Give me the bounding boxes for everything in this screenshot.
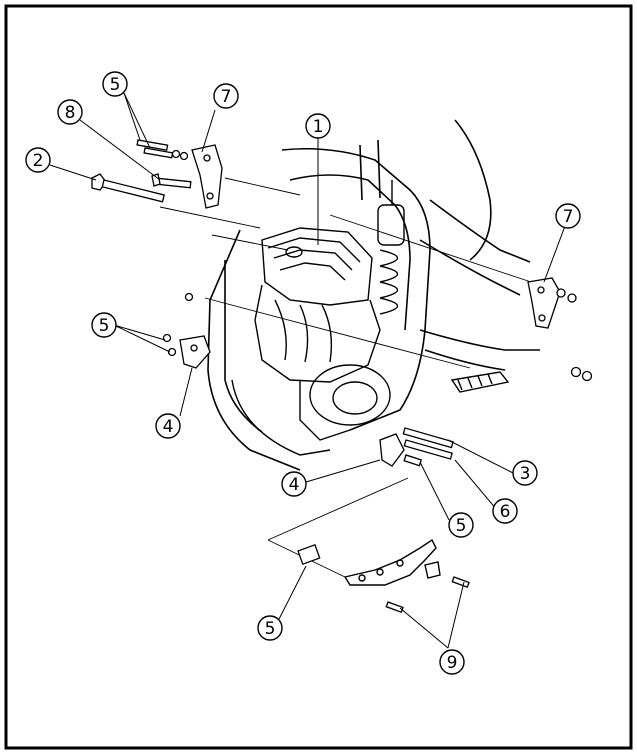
callout-7-right: 7 [555,203,581,229]
fasteners [91,139,593,614]
callout-3-label: 3 [520,464,531,484]
callout-1-label: 1 [313,117,324,137]
footrest [450,371,510,393]
callout-5-top-label: 5 [110,75,121,95]
callout-7-left: 7 [213,83,239,109]
callout-5-left: 5 [91,312,117,338]
callout-4-lower: 4 [281,471,307,497]
callout-2: 2 [25,147,51,173]
callout-6-label: 6 [500,502,511,522]
diagram-border [4,4,633,750]
engine-assembly [231,227,391,456]
callout-4-left-label: 4 [163,417,174,437]
frame-outline [207,119,540,471]
callout-3: 3 [512,460,538,486]
alignment-lines [159,177,556,578]
callout-4-left: 4 [155,413,181,439]
callout-5-lower-right: 5 [448,512,474,538]
callout-5-bottom: 5 [257,615,283,641]
callout-1: 1 [305,113,331,139]
callout-5-bottom-label: 5 [265,619,276,639]
callout-4-lower-label: 4 [289,475,300,495]
callout-8: 8 [57,99,83,125]
callout-leaders [49,92,566,649]
rear-shock-spring [377,180,405,315]
callout-7-right-label: 7 [563,207,574,227]
callout-7-left-label: 7 [221,87,232,107]
callout-8-label: 8 [65,103,76,123]
callout-5-left-label: 5 [99,316,110,336]
callout-6: 6 [492,498,518,524]
callout-5-lower-right-label: 5 [456,516,467,536]
brake-pedal [343,538,441,586]
callout-5-top: 5 [102,71,128,97]
callout-9-label: 9 [447,653,458,673]
callout-9: 9 [439,649,465,675]
callout-2-label: 2 [33,151,44,171]
